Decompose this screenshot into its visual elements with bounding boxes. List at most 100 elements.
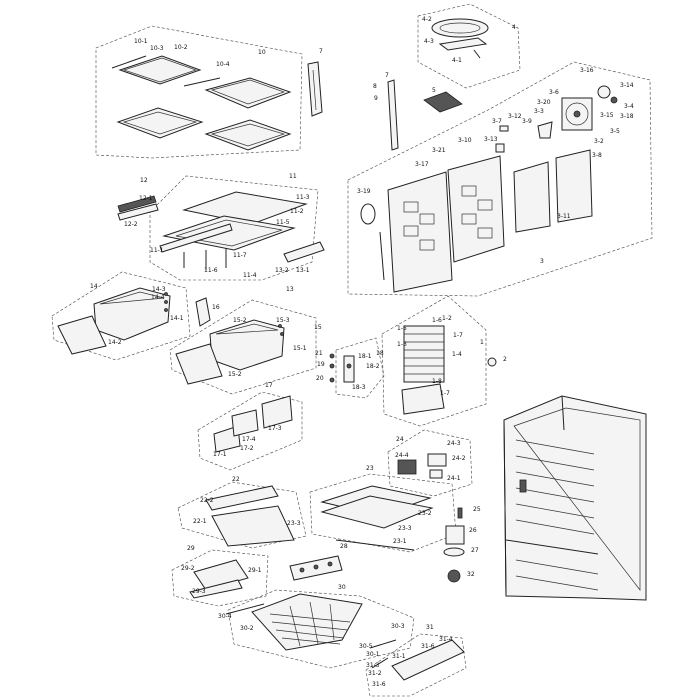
callout-label-c21: 21 — [315, 350, 323, 357]
evaporator-cover-3 — [360, 79, 618, 293]
callout-label-c3-3: 3-3 — [534, 108, 544, 115]
callout-label-c16: 16 — [212, 304, 220, 311]
callout-label-c11-4: 11-4 — [243, 272, 257, 279]
callout-label-c4-2: 4-2 — [422, 16, 432, 23]
callout-label-c3-17: 3-17 — [415, 161, 429, 168]
callout-label-c13: 13 — [286, 286, 294, 293]
callout-label-c3-2: 3-2 — [594, 138, 604, 145]
callout-label-c24-1: 24-1 — [447, 475, 461, 482]
callout-label-c14-2: 14-2 — [108, 339, 122, 346]
callout-label-c3-18: 3-18 — [620, 113, 634, 120]
callout-label-c14-1: 14-1 — [170, 315, 184, 322]
callout-label-c10-1: 10-1 — [134, 38, 148, 45]
callout-label-c30: 30 — [338, 584, 346, 591]
callout-label-c3: 3 — [540, 258, 544, 265]
freezer-basket-30 — [225, 593, 363, 651]
callout-label-c3-7: 3-7 — [492, 118, 502, 125]
handle-16 — [195, 297, 211, 327]
callout-label-c25: 25 — [473, 506, 481, 513]
callout-label-c1-6: 1-6 — [432, 317, 442, 324]
callout-label-c13-2: 13-2 — [275, 267, 289, 274]
callout-label-c28: 28 — [340, 543, 348, 550]
callout-label-c3-5: 3-5 — [610, 128, 620, 135]
callout-label-c3-16: 3-16 — [580, 67, 594, 74]
callout-label-c14-3: 14-3 — [152, 286, 166, 293]
callout-label-c3-8: 3-8 — [592, 152, 602, 159]
fan-cover-4 — [431, 18, 489, 59]
callout-label-c1-2: 1-2 — [442, 315, 452, 322]
callout-label-c3-21: 3-21 — [432, 147, 446, 154]
callout-label-c15-3: 15-3 — [276, 317, 290, 324]
callout-label-c3-10: 3-10 — [458, 137, 472, 144]
callout-label-c29-3: 29-3 — [192, 588, 206, 595]
drive-parts — [443, 507, 465, 583]
callout-label-c17-1: 17-1 — [213, 451, 227, 458]
callout-label-c26: 26 — [469, 527, 477, 534]
callout-label-c3-13: 3-13 — [484, 136, 498, 143]
callout-label-c9: 9 — [374, 95, 378, 102]
sensor-module-18 — [329, 353, 355, 383]
callout-label-c10-4: 10-4 — [216, 61, 230, 68]
callout-label-c24: 24 — [396, 436, 404, 443]
callout-label-c30-4: 30-4 — [218, 613, 232, 620]
callout-label-c23-3a: 23-3 — [287, 520, 301, 527]
callout-label-c12-1: 12-1 — [139, 195, 153, 202]
callout-label-c11-1: 11-1 — [150, 247, 164, 254]
callout-label-c24-4: 24-4 — [395, 452, 409, 459]
callout-label-c1: 1 — [480, 339, 484, 346]
callout-label-c1-4: 1-4 — [452, 351, 462, 358]
callout-label-c22-1: 22-1 — [193, 518, 207, 525]
callout-label-c1-7b: 1-7 — [440, 390, 450, 397]
callout-label-c4-1: 4-1 — [452, 57, 462, 64]
bracket-12 — [117, 195, 159, 221]
callout-label-c3-15: 3-15 — [600, 112, 614, 119]
crisper-cover-11 — [159, 191, 308, 270]
callout-label-c3-14: 3-14 — [620, 82, 634, 89]
callout-label-c2: 2 — [503, 356, 507, 363]
callout-label-c30-2: 30-2 — [240, 625, 254, 632]
refrigerator-cabinet — [503, 395, 647, 601]
callout-label-c7b: 7 — [385, 72, 389, 79]
callout-label-c3-12: 3-12 — [508, 113, 522, 120]
callout-label-c1-5: 1-5 — [397, 325, 407, 332]
callout-label-c15-2b: 15-2 — [228, 371, 242, 378]
crisper-drawer-14 — [57, 287, 171, 355]
callout-label-c17-4: 17-4 — [242, 436, 256, 443]
callout-label-c7a: 7 — [319, 48, 323, 55]
evaporator-assembly-1 — [401, 325, 497, 415]
callout-label-c30-3: 30-3 — [391, 623, 405, 630]
callout-label-c1-3: 1-3 — [397, 341, 407, 348]
drawer-front-31 — [369, 639, 465, 681]
side-rail-7 — [307, 61, 323, 117]
callout-label-c22-2: 22-2 — [200, 497, 214, 504]
callout-label-c11-6: 11-6 — [204, 267, 218, 274]
callout-label-c32: 32 — [467, 571, 475, 578]
callout-label-c31-1: 31-1 — [392, 653, 406, 660]
rail-13 — [283, 241, 325, 263]
callout-label-c3-11: 3-11 — [557, 213, 571, 220]
callout-label-c1-7a: 1-7 — [453, 332, 463, 339]
shelf-23 — [320, 485, 434, 551]
callout-label-c12: 12 — [140, 177, 148, 184]
callout-label-c23: 23 — [366, 465, 374, 472]
bracket-28 — [289, 555, 343, 581]
callout-label-c31-6b: 31-6 — [372, 681, 386, 688]
callout-label-c8: 8 — [373, 83, 377, 90]
callout-label-c18: 18 — [376, 350, 384, 357]
callout-label-c11-2: 11-2 — [290, 208, 304, 215]
rail-29 — [189, 559, 249, 599]
callout-label-c31-3: 31-3 — [366, 662, 380, 669]
callout-label-c18-3: 18-3 — [352, 384, 366, 391]
callout-label-c3-6: 3-6 — [549, 89, 559, 96]
callout-label-c31: 31 — [426, 624, 434, 631]
callout-label-c24-3: 24-3 — [447, 440, 461, 447]
callout-label-c20: 20 — [316, 375, 324, 382]
glass-shelves-assembly — [111, 55, 292, 151]
callout-label-c23-3b: 23-3 — [398, 525, 412, 532]
callout-label-c4: 4 — [512, 24, 516, 31]
cover-17 — [213, 395, 293, 453]
callout-label-c11-7: 11-7 — [233, 252, 247, 259]
callout-labels: 1010-110-210-310-4744-24-34-178953-163-6… — [90, 16, 634, 688]
callout-label-c17: 17 — [265, 382, 273, 389]
